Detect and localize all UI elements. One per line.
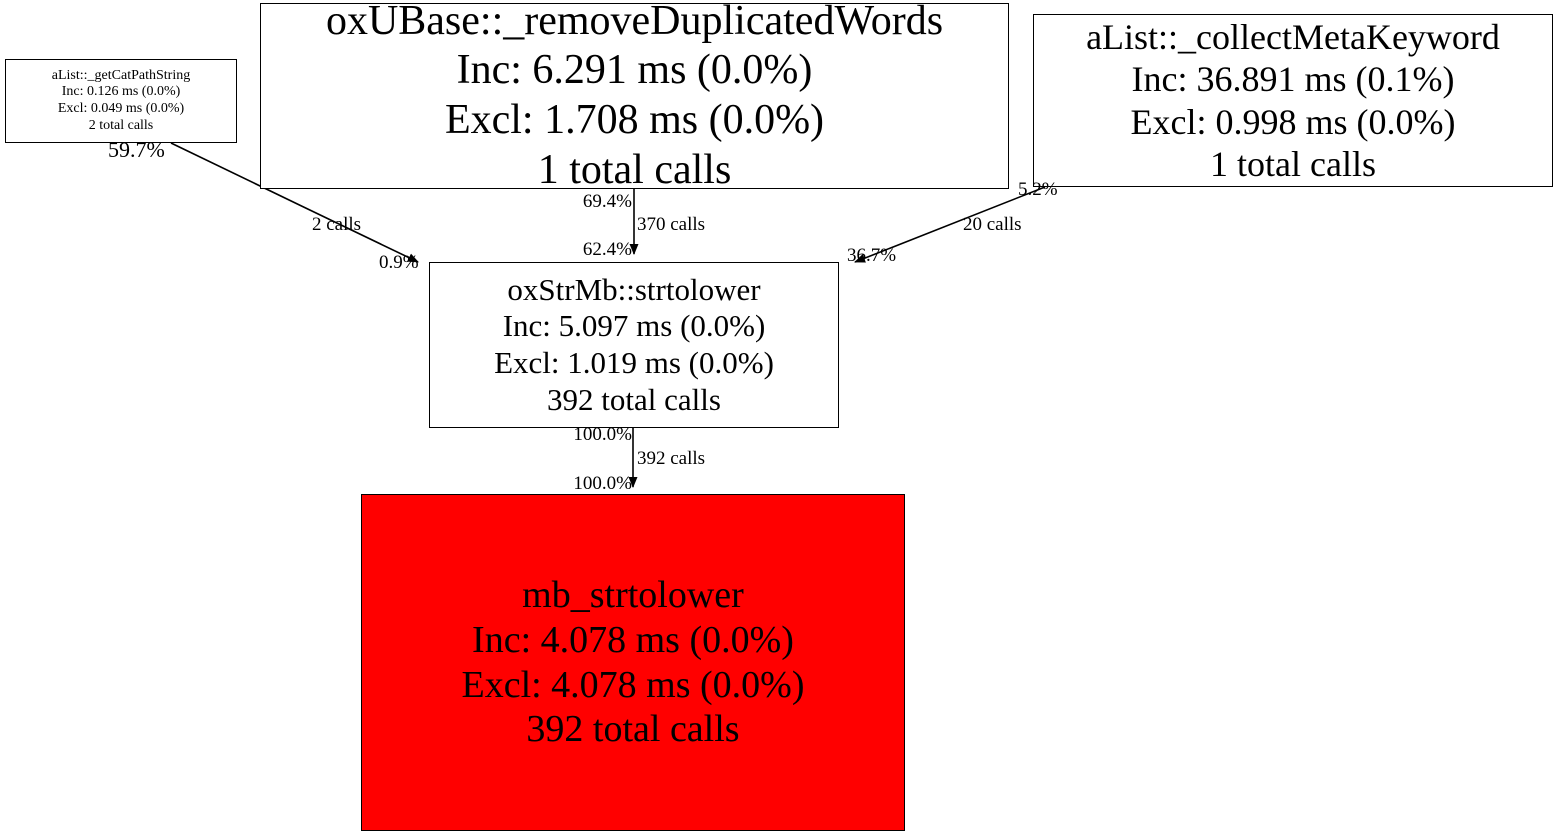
- node-title: aList::_collectMetaKeyword: [1086, 16, 1500, 57]
- node-exclusive-time: Excl: 0.998 ms (0.0%): [1130, 101, 1456, 142]
- node-title: aList::_getCatPathString: [51, 67, 191, 83]
- node-inclusive-time: Inc: 5.097 ms (0.0%): [502, 308, 766, 344]
- node-title: oxUBase::_removeDuplicatedWords: [325, 3, 944, 44]
- edge-label-calls-getCatPathString: 2 calls: [312, 214, 362, 235]
- edge-label-tail-percent-strtolower: 100.0%: [573, 424, 632, 445]
- node-inclusive-time: Inc: 0.126 ms (0.0%): [61, 84, 181, 100]
- node-total-calls: 2 total calls: [88, 117, 154, 133]
- edge-label-tail-percent-getCatPathString: 59.7%: [108, 137, 165, 162]
- node-total-calls: 392 total calls: [526, 708, 740, 751]
- node-exclusive-time: Excl: 4.078 ms (0.0%): [461, 663, 805, 706]
- edge-label-head-percent-strtolower: 100.0%: [573, 473, 632, 494]
- edge-label-calls-collectMetaKeyword: 20 calls: [963, 214, 1022, 235]
- node-total-calls: 1 total calls: [1210, 143, 1376, 184]
- node-aList-collectMetaKeyword[interactable]: aList::_collectMetaKeyword Inc: 36.891 m…: [1033, 14, 1553, 187]
- node-oxUBase-removeDuplicatedWords[interactable]: oxUBase::_removeDuplicatedWords Inc: 6.2…: [260, 3, 1009, 189]
- edge-label-head-percent-collectMetaKeyword: 36.7%: [847, 245, 897, 266]
- node-total-calls: 1 total calls: [537, 146, 732, 189]
- node-aList-getCatPathString[interactable]: aList::_getCatPathString Inc: 0.126 ms (…: [5, 59, 237, 143]
- node-title: mb_strtolower: [522, 573, 744, 616]
- node-mb-strtolower[interactable]: mb_strtolower Inc: 4.078 ms (0.0%) Excl:…: [361, 494, 905, 831]
- node-oxStrMb-strtolower[interactable]: oxStrMb::strtolower Inc: 5.097 ms (0.0%)…: [429, 262, 839, 428]
- edge-label-tail-percent-collectMetaKeyword: 5.2%: [1018, 179, 1058, 200]
- edge-label-head-percent-getCatPathString: 0.9%: [379, 252, 419, 273]
- node-exclusive-time: Excl: 1.019 ms (0.0%): [494, 345, 774, 380]
- node-exclusive-time: Excl: 1.708 ms (0.0%): [444, 97, 825, 143]
- node-inclusive-time: Inc: 6.291 ms (0.0%): [456, 47, 813, 94]
- edge-label-calls-strtolower: 392 calls: [637, 448, 706, 469]
- node-total-calls: 392 total calls: [547, 381, 721, 417]
- edge-label-head-percent-removeDuplicatedWords: 62.4%: [582, 239, 632, 260]
- node-inclusive-time: Inc: 36.891 ms (0.1%): [1131, 59, 1455, 100]
- node-exclusive-time: Excl: 0.049 ms (0.0%): [57, 101, 185, 116]
- edge-getCatPathString-to-strtolower: [170, 142, 419, 263]
- node-title: oxStrMb::strtolower: [507, 271, 761, 307]
- edge-label-tail-percent-removeDuplicatedWords: 69.4%: [582, 191, 632, 212]
- node-inclusive-time: Inc: 4.078 ms (0.0%): [472, 618, 794, 661]
- edge-label-calls-removeDuplicatedWords: 370 calls: [637, 214, 706, 235]
- edge-collectMetaKeyword-to-strtolower: [854, 186, 1046, 263]
